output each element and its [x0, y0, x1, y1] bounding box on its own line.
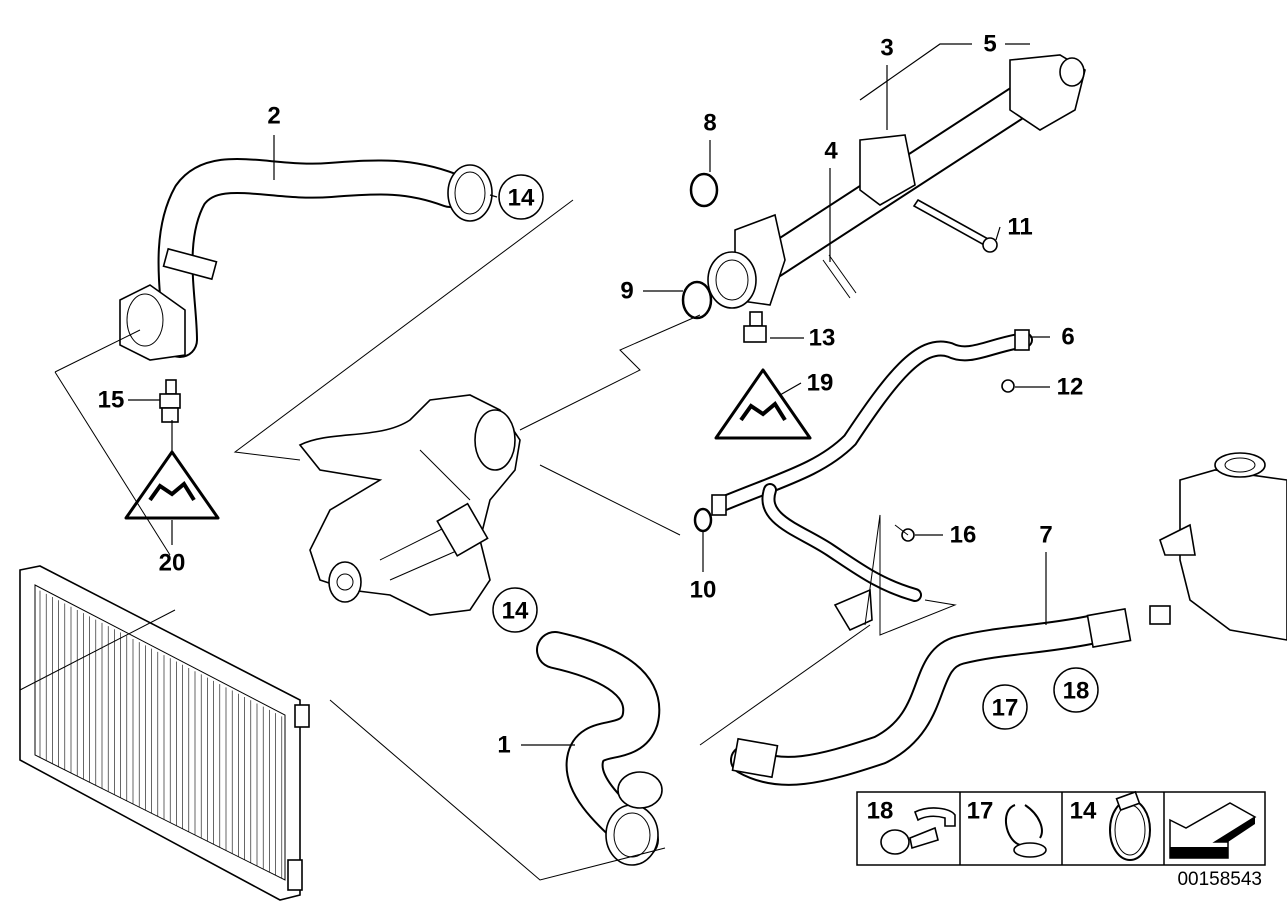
callout-circle-17: [982, 684, 1028, 730]
spring-clamp-icon: [1005, 804, 1047, 858]
legend-item-18[interactable]: 18: [867, 798, 956, 855]
callout-1[interactable]: 1: [497, 732, 510, 759]
worm-drive-clamp-icon: [1109, 790, 1151, 861]
callout-circle-18: [1053, 667, 1099, 713]
temperature-sensor-15[interactable]: [159, 379, 181, 423]
bolt-16[interactable]: [894, 524, 915, 542]
callout-13[interactable]: 13: [809, 325, 836, 352]
legend: 18 17 14: [856, 790, 1266, 866]
callout-14-top[interactable]: 14: [508, 185, 535, 212]
callout-5[interactable]: 5: [983, 31, 996, 58]
callout-circle-14: [498, 174, 544, 220]
callout-circle-14: [492, 587, 538, 633]
legend-label: 14: [1070, 798, 1097, 825]
callout-8[interactable]: 8: [703, 110, 716, 137]
callout-9[interactable]: 9: [620, 278, 633, 305]
diagram-number: 00158543: [1177, 869, 1262, 890]
circlip-10[interactable]: [693, 507, 713, 533]
o-ring-9[interactable]: [681, 280, 713, 320]
hose-7[interactable]: [730, 605, 1171, 786]
coolant-pipe-3[interactable]: [707, 54, 1086, 309]
callout-19[interactable]: 19: [807, 370, 834, 397]
callout-18[interactable]: 18: [1063, 678, 1090, 705]
sensor-warning-triangle-icon: [124, 450, 220, 520]
callouts: 2 14 15 20 8 3 5 4 11 9 13 6 12 19 16 10…: [98, 31, 1099, 759]
sensor-warning-triangle-icon: [714, 368, 812, 440]
hose-clip-icon: [880, 807, 956, 855]
callout-17[interactable]: 17: [992, 695, 1019, 722]
hose-2[interactable]: [119, 158, 493, 361]
callout-10[interactable]: 10: [690, 577, 717, 604]
arrow-icon: [1169, 802, 1257, 859]
radiator[interactable]: [19, 565, 310, 901]
callout-7[interactable]: 7: [1039, 522, 1052, 549]
callout-14-bottom[interactable]: 14: [502, 598, 529, 625]
temperature-sensor-13[interactable]: [743, 311, 767, 343]
legend-item-14[interactable]: 14: [1070, 790, 1151, 861]
callout-11[interactable]: 11: [1007, 214, 1032, 241]
coolant-pipe-6[interactable]: [711, 329, 1033, 632]
stud-4[interactable]: [822, 254, 857, 299]
callout-2[interactable]: 2: [267, 103, 280, 130]
callout-4[interactable]: 4: [824, 138, 838, 165]
leader-lines: [19, 43, 1050, 881]
water-pump[interactable]: [298, 394, 521, 616]
callout-12[interactable]: 12: [1057, 374, 1084, 401]
callout-15[interactable]: 15: [98, 387, 125, 414]
legend-label: 17: [967, 798, 994, 825]
callout-6[interactable]: 6: [1061, 324, 1074, 351]
hose-1[interactable]: [536, 631, 663, 866]
callout-3[interactable]: 3: [880, 35, 893, 62]
callout-16[interactable]: 16: [950, 522, 977, 549]
expansion-tank[interactable]: [1159, 452, 1287, 641]
bolt-11[interactable]: [912, 198, 998, 253]
callout-20[interactable]: 20: [159, 550, 186, 577]
legend-item-17[interactable]: 17: [967, 798, 1047, 858]
legend-label: 18: [867, 798, 894, 825]
o-ring-8[interactable]: [689, 172, 719, 208]
bolt-12[interactable]: [1001, 379, 1015, 393]
